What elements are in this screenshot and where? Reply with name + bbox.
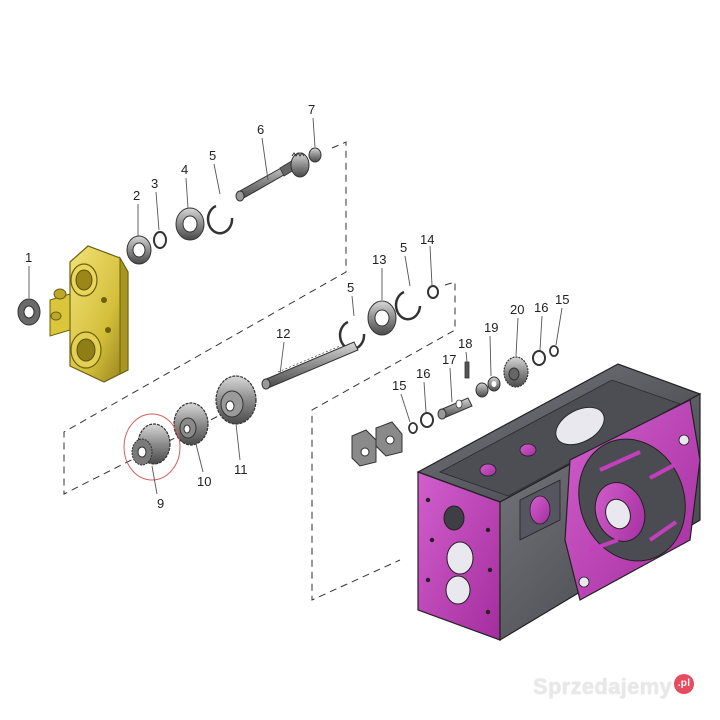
part-snap-ring-14 [427,285,439,299]
watermark-badge: .pl [674,674,694,694]
callout-14: 14 [420,232,434,247]
watermark-logo: Sprzedajemy.pl [533,674,694,700]
part-bearing-2 [126,235,152,265]
part-gear-9 [123,413,181,481]
callout-18: 18 [458,336,472,351]
callout-5-top: 5 [209,148,216,163]
callout-12: 12 [276,326,290,341]
callout-15-right: 15 [555,292,569,307]
callout-9: 9 [157,496,164,511]
part-bracket-brackets [351,421,403,467]
callout-2: 2 [133,188,140,203]
callout-5-left: 5 [347,280,354,295]
part-circlip-5-top [206,204,234,235]
part-snap-ring-3 [153,231,167,249]
part-bearing-19 [475,376,501,398]
part-callouts: 1 2 3 4 5 6 7 5 13 14 5 12 9 10 11 15 16… [25,102,569,511]
callout-5-right: 5 [400,240,407,255]
part-washer-15-right [549,345,559,357]
callout-4: 4 [181,162,188,177]
callout-circle [123,413,181,481]
callout-3: 3 [151,176,158,191]
assembly-guide-lines [63,141,456,601]
part-gear-11 [215,375,257,425]
callout-20: 20 [510,302,524,317]
part-circlip-5-right [394,290,422,321]
callout-15-left: 15 [392,378,406,393]
watermark-text: Sprzedajemy [532,674,672,699]
callout-11: 11 [234,462,248,477]
callout-16-left: 16 [416,366,430,381]
part-splined-shaft-12 [261,341,359,390]
part-gear-10 [173,402,209,446]
part-gear-20 [503,356,529,388]
callout-17: 17 [442,352,456,367]
part-shaft-6 [235,152,310,202]
part-washer-16-right [532,350,546,366]
part-bearing-13 [367,300,397,336]
part-seal-ring [17,298,41,326]
part-bearing-4 [175,207,205,241]
callout-10: 10 [197,474,211,489]
part-yellow-housing [49,245,129,383]
callout-6: 6 [257,122,264,137]
callout-19: 19 [484,320,498,335]
part-pin-17 [437,397,473,420]
callout-1: 1 [25,250,32,265]
part-pin-18 [464,361,470,379]
callout-13: 13 [372,252,386,267]
leader-lines [28,117,563,495]
part-washer-16-left [420,412,434,428]
part-gear-7 [308,147,322,163]
part-washer-15-left [408,422,418,434]
callout-16-right: 16 [534,300,548,315]
callout-7: 7 [308,102,315,117]
part-main-gearbox-case [416,363,702,642]
